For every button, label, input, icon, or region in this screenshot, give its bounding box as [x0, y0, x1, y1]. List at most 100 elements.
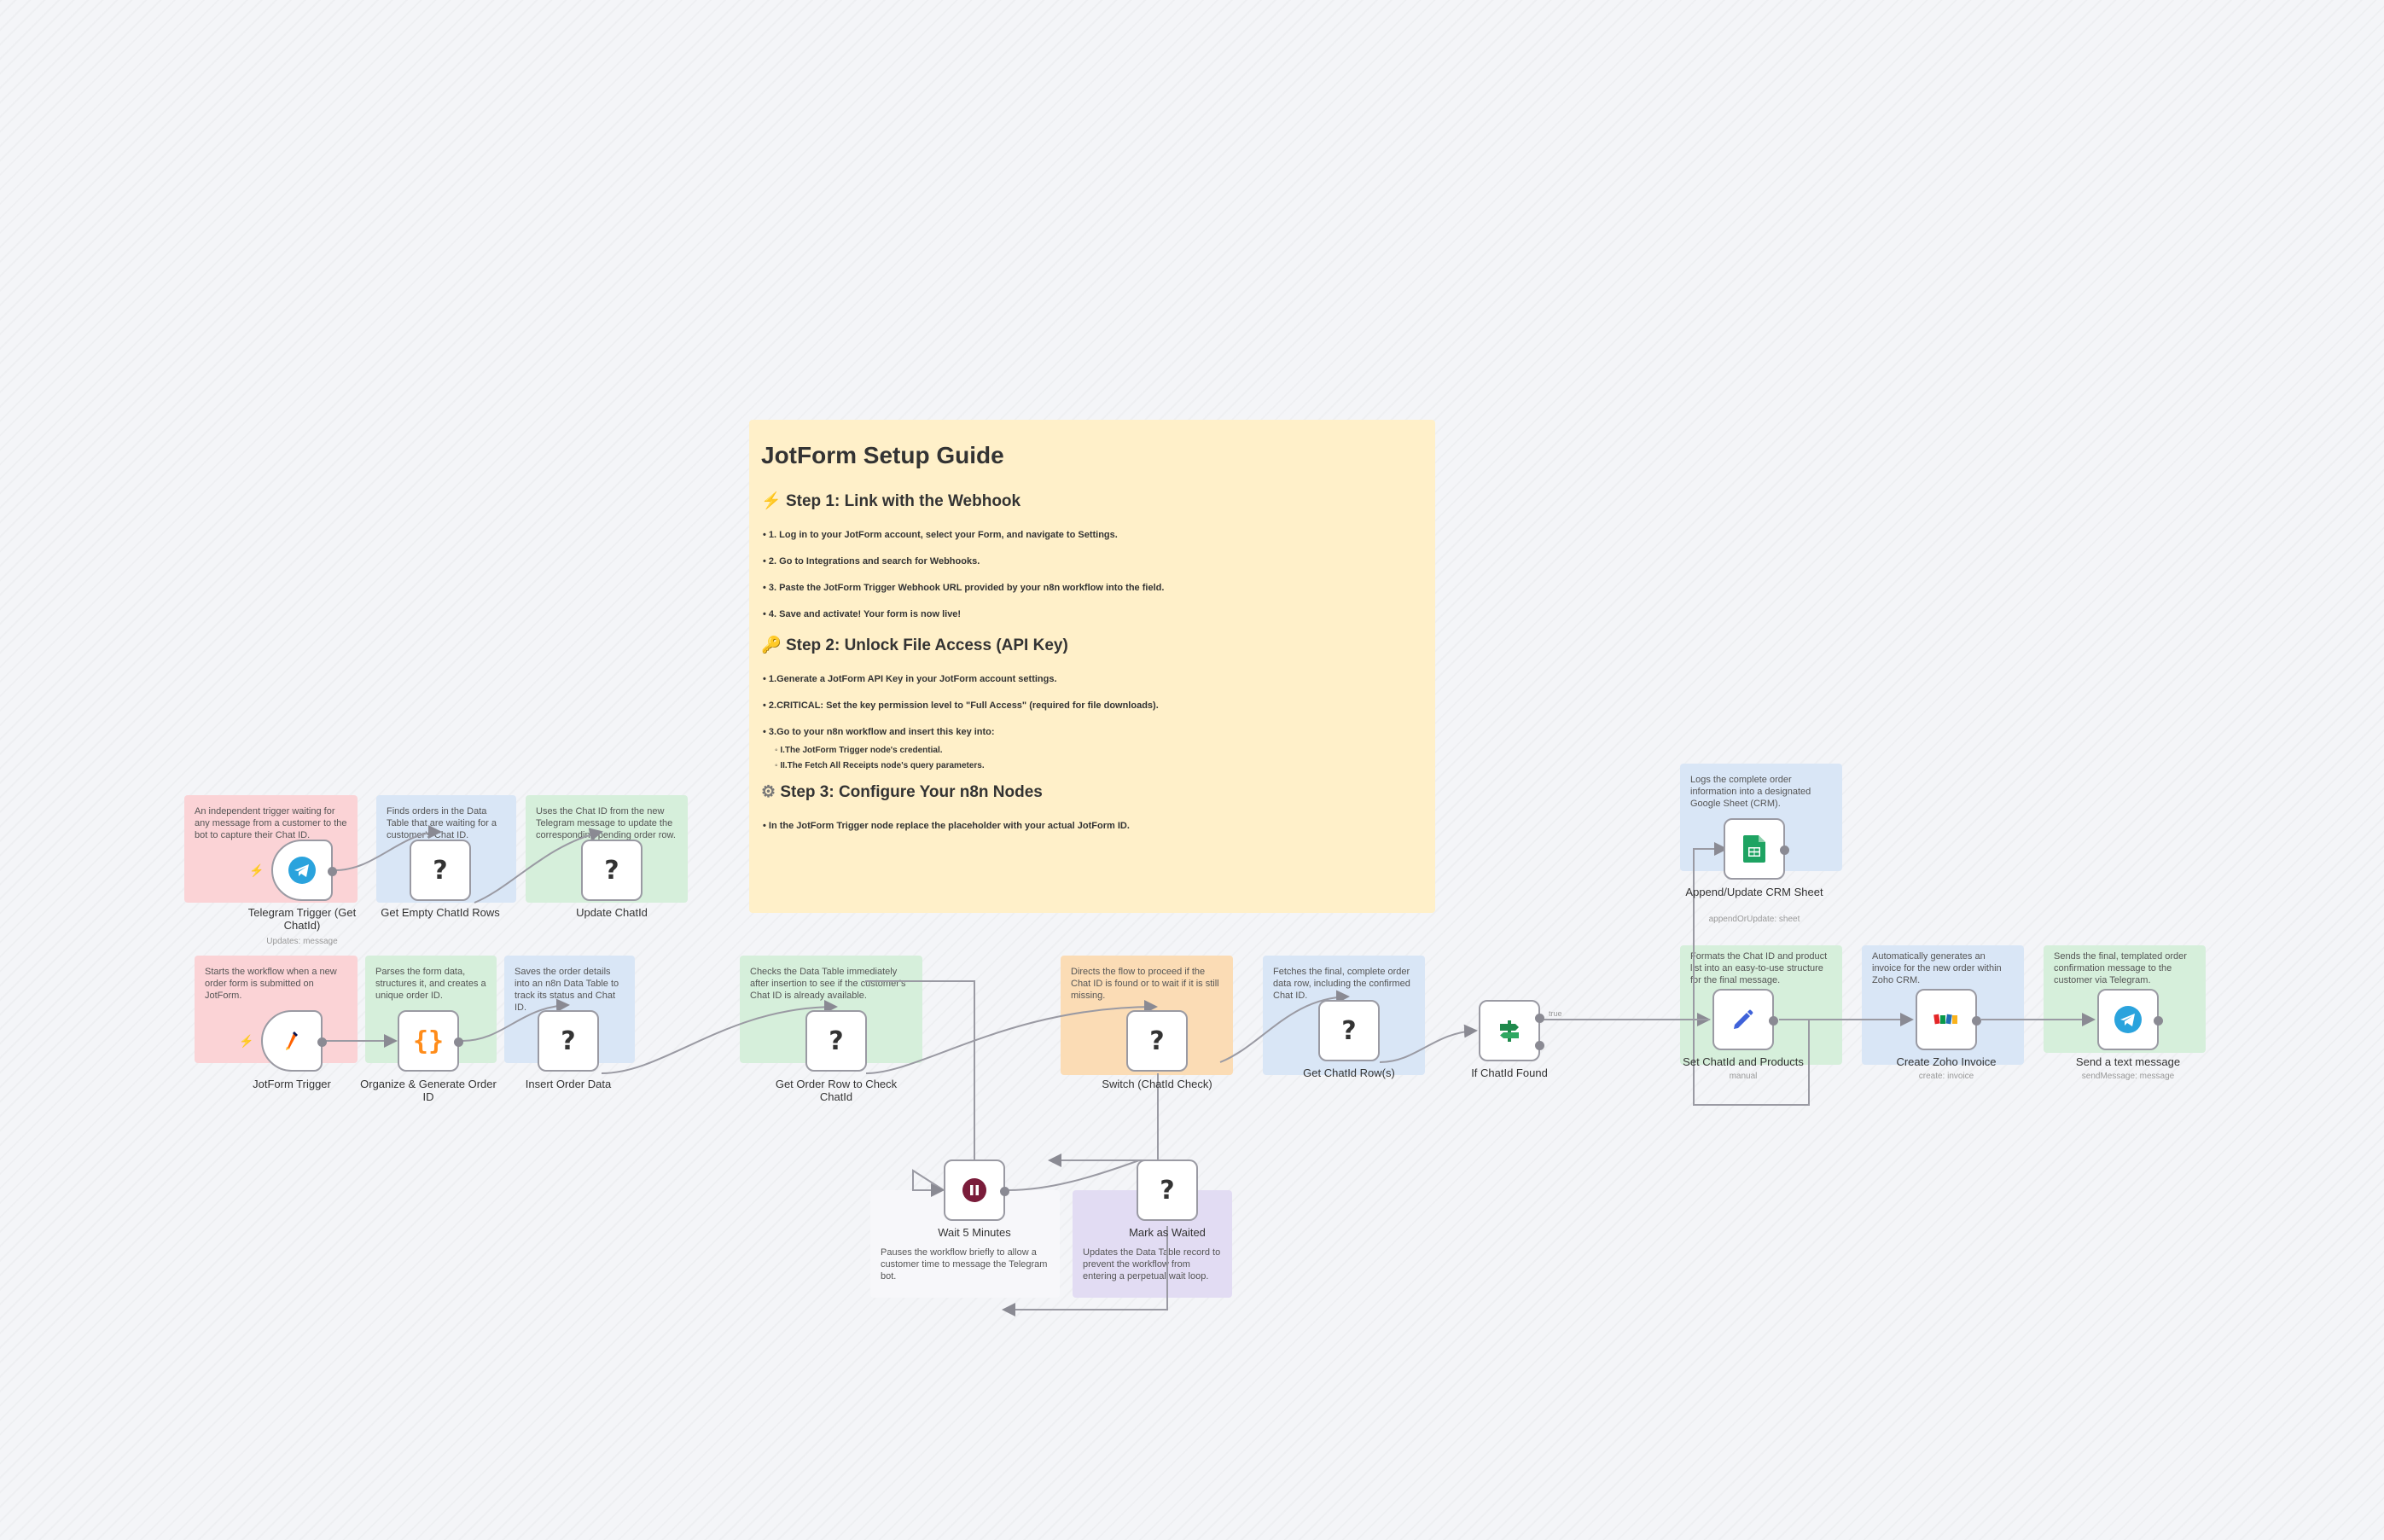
output-port[interactable]	[1000, 1187, 1009, 1196]
node-sublabel: create: invoice	[1918, 1072, 1974, 1081]
if-signpost-icon	[1500, 1020, 1519, 1042]
node-label: Telegram Trigger (Get ChatId)	[247, 906, 357, 932]
step1-item: 3. Paste the JotForm Trigger Webhook URL…	[763, 582, 1423, 594]
question-icon: ?	[1160, 1175, 1175, 1206]
sticky-text: An independent trigger waiting for any m…	[195, 806, 347, 840]
key-icon: 🔑	[761, 636, 782, 654]
step3-list: In the JotForm Trigger node replace the …	[761, 820, 1423, 832]
step2-subitem: II.The Fetch All Receipts node's query p…	[775, 760, 1423, 772]
question-icon: ?	[829, 1026, 844, 1056]
node-mark-waited[interactable]: ?	[1137, 1159, 1198, 1221]
node-insert-order[interactable]: ?	[538, 1010, 599, 1072]
sticky-text: Uses the Chat ID from the new Telegram m…	[536, 806, 676, 840]
sticky-text: Finds orders in the Data Table that are …	[387, 806, 497, 840]
zoho-icon	[1933, 1014, 1957, 1025]
node-sublabel: appendOrUpdate: sheet	[1708, 915, 1800, 924]
sticky-text: Pauses the workflow briefly to allow a c…	[881, 1247, 1048, 1281]
node-send-text[interactable]	[2097, 989, 2163, 1050]
output-port[interactable]	[1780, 846, 1789, 855]
node-label: Send a text message	[2075, 1055, 2181, 1068]
node-wait-5-minutes[interactable]	[944, 1159, 1009, 1221]
question-icon: ?	[561, 1026, 576, 1056]
node-zoho-invoice[interactable]	[1916, 989, 1981, 1050]
output-port-true[interactable]	[1535, 1014, 1544, 1023]
step3-heading: ⚙ Step 3: Configure Your n8n Nodes	[761, 783, 1043, 801]
edge-wait-loop	[912, 1169, 945, 1197]
code-braces-icon: {}	[412, 1026, 445, 1056]
node-label: JotForm Trigger	[253, 1078, 331, 1090]
node-label: Set ChatId and Products	[1683, 1055, 1804, 1068]
node-label: Wait 5 Minutes	[938, 1226, 1011, 1239]
node-sublabel: sendMessage: message	[2081, 1072, 2175, 1081]
node-set-chatid[interactable]	[1712, 989, 1778, 1050]
output-port[interactable]	[454, 1037, 463, 1047]
sticky-text: Automatically generates an invoice for t…	[1872, 951, 2002, 985]
node-label: Get ChatId Row(s)	[1303, 1066, 1395, 1079]
step2-item: 1.Generate a JotForm API Key in your Jot…	[763, 673, 1423, 685]
node-label: Create Zoho Invoice	[1896, 1055, 1997, 1068]
node-label: Insert Order Data	[525, 1078, 612, 1090]
node-switch[interactable]: ?	[1126, 1010, 1188, 1072]
output-port[interactable]	[1769, 1016, 1778, 1026]
step2-item: 3.Go to your n8n workflow and insert thi…	[763, 726, 1423, 738]
node-label: Append/Update CRM Sheet	[1685, 886, 1823, 898]
output-port-false[interactable]	[1535, 1041, 1544, 1050]
setup-guide-note[interactable]: JotForm Setup Guide ⚡ Step 1: Link with …	[749, 420, 1435, 913]
trigger-bolt-icon: ⚡	[249, 863, 265, 877]
step1-heading: ⚡ Step 1: Link with the Webhook	[761, 492, 1021, 510]
jotform-icon	[286, 1032, 298, 1050]
telegram-icon	[288, 857, 316, 884]
sticky-text: Sends the final, templated order confirm…	[2054, 951, 2187, 985]
guide-title: JotForm Setup Guide	[761, 442, 1004, 468]
node-label: Organize & Generate Order ID	[360, 1078, 497, 1103]
output-port[interactable]	[328, 867, 337, 876]
sticky-text: Starts the workflow when a new order for…	[205, 967, 337, 1001]
edge-label-true: true	[1549, 1009, 1562, 1018]
sticky-text: Checks the Data Table immediately after …	[750, 967, 906, 1001]
node-get-empty-chatid[interactable]: ?	[410, 840, 471, 901]
question-icon: ?	[1149, 1026, 1165, 1056]
step1-item: 4. Save and activate! Your form is now l…	[763, 608, 1423, 620]
node-append-crm[interactable]	[1724, 818, 1789, 880]
step2-heading: 🔑 Step 2: Unlock File Access (API Key)	[761, 636, 1068, 654]
node-label: Mark as Waited	[1129, 1226, 1206, 1239]
gear-icon: ⚙	[761, 783, 776, 801]
node-label: Get Order Row to Check ChatId	[775, 1078, 898, 1103]
trigger-bolt-icon: ⚡	[239, 1034, 254, 1048]
sticky-text: Logs the complete order information into…	[1690, 775, 1811, 809]
question-icon: ?	[604, 855, 619, 886]
output-port[interactable]	[317, 1037, 327, 1047]
node-telegram-trigger[interactable]	[271, 840, 337, 901]
step2-sublist: I.The JotForm Trigger node's credential.…	[775, 745, 1423, 772]
sticky-text: Directs the flow to proceed if the Chat …	[1071, 967, 1219, 1001]
pencil-icon	[1734, 1009, 1753, 1029]
node-label: Switch (ChatId Check)	[1102, 1078, 1212, 1090]
sticky-text: Saves the order details into an n8n Data…	[515, 967, 619, 1013]
node-if-chatid-found[interactable]	[1479, 1000, 1544, 1061]
step2-list: 1.Generate a JotForm API Key in your Jot…	[761, 673, 1423, 738]
telegram-icon	[2114, 1006, 2142, 1033]
node-label: If ChatId Found	[1471, 1066, 1548, 1079]
node-sublabel: Updates: message	[266, 937, 338, 946]
lightning-icon: ⚡	[761, 492, 782, 510]
sticky-text: Fetches the final, complete order data r…	[1273, 967, 1410, 1001]
edge-wait-to-mark	[1007, 1159, 1140, 1191]
node-get-order-row[interactable]: ?	[805, 1010, 867, 1072]
sticky-text: Parses the form data, structures it, and…	[375, 967, 486, 1001]
step1-item: 1. Log in to your JotForm account, selec…	[763, 529, 1423, 541]
node-organize[interactable]: {}	[398, 1010, 463, 1072]
node-update-chatid[interactable]: ?	[581, 840, 643, 901]
step1-list: 1. Log in to your JotForm account, selec…	[761, 529, 1423, 620]
sticky-jotform-trigger[interactable]: Starts the workflow when a new order for…	[195, 956, 358, 1063]
node-label: Update ChatId	[576, 906, 648, 919]
output-port[interactable]	[1972, 1016, 1981, 1026]
sticky-text: Updates the Data Table record to prevent…	[1083, 1247, 1221, 1281]
sticky-text: Formats the Chat ID and product list int…	[1690, 951, 1828, 985]
node-get-chatid-rows[interactable]: ?	[1318, 1000, 1380, 1061]
output-port[interactable]	[2154, 1016, 2163, 1026]
google-sheets-icon	[1743, 835, 1765, 863]
node-jotform-trigger[interactable]	[261, 1010, 327, 1072]
question-icon: ?	[433, 855, 448, 886]
node-label: Get Empty ChatId Rows	[381, 906, 500, 919]
